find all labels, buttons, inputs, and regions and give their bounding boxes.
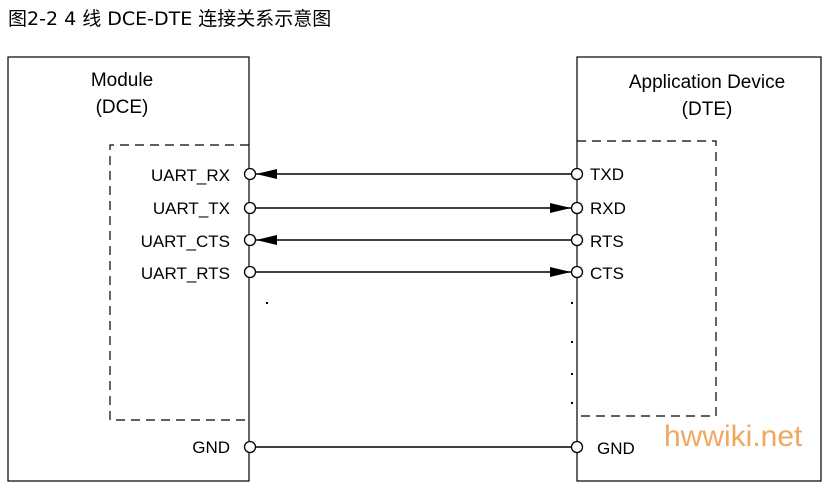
dce-pin-uart-rts-icon — [243, 265, 257, 279]
arrow-right-icon — [550, 267, 571, 277]
dce-pin-label: UART_RTS — [141, 264, 230, 283]
figure-caption: 图2-2 4 线 DCE-DTE 连接关系示意图 — [8, 8, 332, 30]
dce-title-line1: Module — [91, 70, 153, 91]
dte-title-line1: Application Device — [629, 72, 785, 93]
dce-title-line2: (DCE) — [96, 97, 149, 118]
dte-pin-label: RXD — [590, 199, 626, 218]
dte-pin-cts-icon — [570, 265, 584, 279]
dte-pin-label: CTS — [590, 264, 624, 283]
dte-pin-label: TXD — [590, 165, 624, 184]
dce-pin-label: UART_RX — [151, 166, 230, 185]
dte-gnd-label: GND — [597, 439, 635, 458]
continuation-dot — [571, 341, 573, 343]
continuation-dot — [266, 302, 268, 304]
dte-pin-rxd-icon — [570, 201, 584, 215]
continuation-dot — [571, 373, 573, 375]
arrow-left-icon — [256, 169, 277, 179]
dte-pin-txd-icon — [570, 167, 584, 181]
dce-pin-uart-tx-icon — [243, 201, 257, 215]
dce-gnd-label: GND — [192, 438, 230, 457]
continuation-dot — [571, 302, 573, 304]
arrow-right-icon — [550, 203, 571, 213]
dce-dashed-group — [109, 144, 249, 421]
dce-pin-uart-rx-icon — [243, 167, 257, 181]
dce-pin-gnd-icon — [243, 440, 257, 454]
dce-pin-uart-cts-icon — [243, 233, 257, 247]
dce-pin-label: UART_CTS — [141, 232, 230, 251]
dce-pin-label: UART_TX — [153, 199, 230, 218]
dte-pin-label: RTS — [590, 232, 624, 251]
dte-pin-rts-icon — [570, 233, 584, 247]
arrow-left-icon — [256, 235, 277, 245]
dte-dashed-group — [577, 140, 717, 417]
continuation-dot — [571, 402, 573, 404]
dte-title-line2: (DTE) — [682, 99, 733, 120]
dte-pin-gnd-icon — [570, 440, 584, 454]
watermark-text: hwwiki.net — [664, 420, 803, 453]
